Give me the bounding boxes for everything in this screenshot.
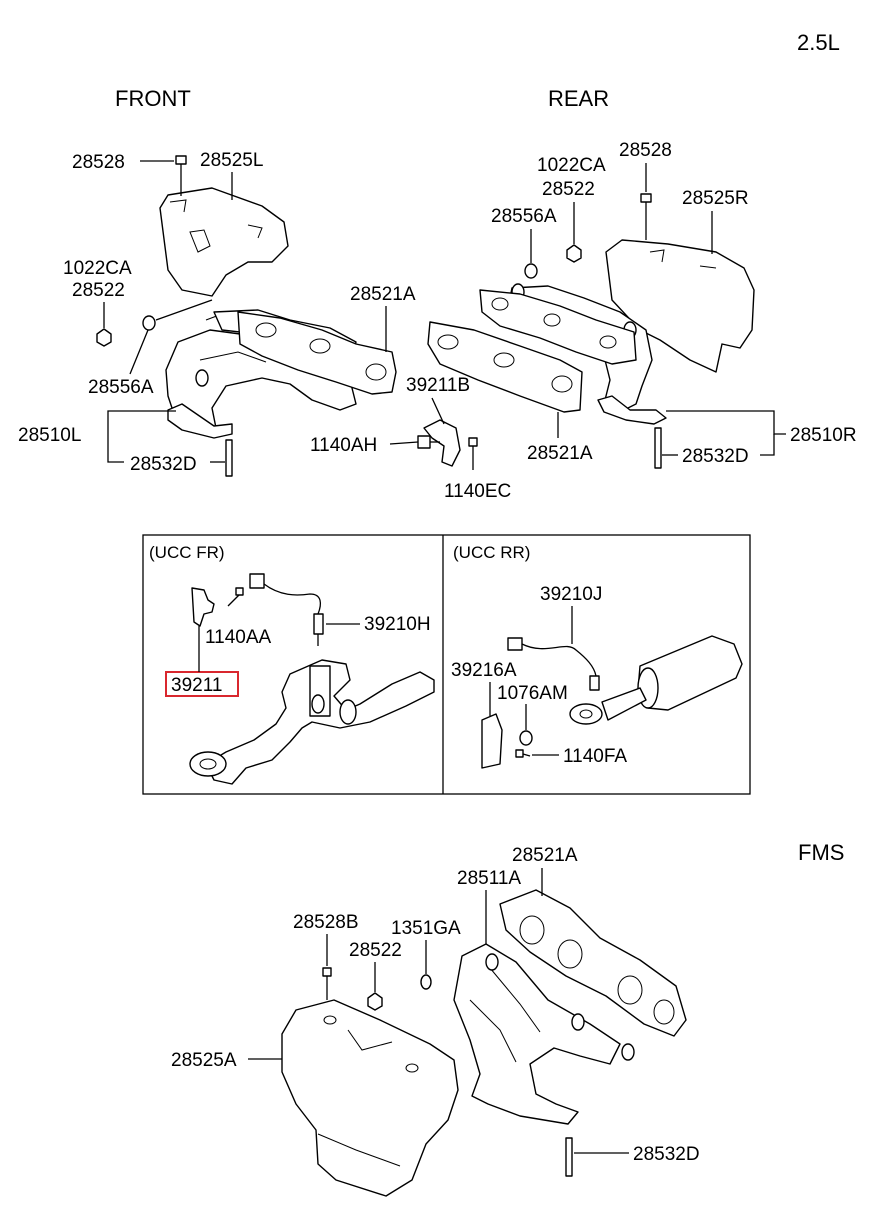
ucc-fr-label-39210H: 39210H bbox=[364, 614, 431, 635]
ucc-fr-title: (UCC FR) bbox=[149, 543, 225, 562]
front-label-28510L: 28510L bbox=[18, 425, 81, 446]
fms-stud-28532D bbox=[565, 1137, 573, 1177]
fms-label-28522: 28522 bbox=[349, 940, 402, 961]
fms-label-28528B: 28528B bbox=[293, 912, 359, 933]
engine-label: 2.5L bbox=[797, 30, 840, 55]
front-label-28556A: 28556A bbox=[88, 377, 154, 398]
rear-label-39211B: 39211B bbox=[406, 375, 470, 396]
front-gasket-28521A bbox=[237, 311, 397, 395]
rear-label-28528: 28528 bbox=[619, 140, 672, 161]
fms-label-28525A: 28525A bbox=[171, 1050, 237, 1071]
ucc-fr-bracket bbox=[191, 587, 215, 627]
front-label-28525L: 28525L bbox=[200, 150, 263, 171]
rear-flange-plate bbox=[479, 289, 637, 365]
fms-label-28532D: 28532D bbox=[633, 1144, 700, 1165]
fms-gasket-28521A bbox=[499, 889, 687, 1037]
rear-nut-28522 bbox=[566, 244, 582, 263]
rear-stud-28532D bbox=[654, 427, 662, 469]
ucc-rr-title: (UCC RR) bbox=[453, 543, 530, 562]
front-heat-shield bbox=[159, 187, 289, 297]
fms-nut-28522 bbox=[367, 992, 383, 1011]
front-stud-28532D bbox=[225, 439, 233, 477]
ucc-rr-bolt-1140FA bbox=[515, 749, 531, 758]
front-label-1022CA: 1022CA bbox=[63, 258, 132, 279]
fms-section-title: FMS bbox=[798, 840, 844, 865]
rear-label-1022CA: 1022CA bbox=[537, 155, 606, 176]
fms-label-1351GA: 1351GA bbox=[391, 918, 461, 939]
ucc-fr-label-39211[interactable]: 39211 bbox=[171, 675, 222, 696]
rear-section-title: REAR bbox=[548, 86, 609, 111]
ucc-fr-front-pipe bbox=[189, 659, 435, 785]
front-label-28528: 28528 bbox=[72, 152, 125, 173]
ucc-rr-label-39210J: 39210J bbox=[540, 584, 602, 605]
rear-bolt-1140EC bbox=[468, 437, 478, 470]
ucc-fr-label-1140AA: 1140AA bbox=[205, 627, 272, 648]
rear-gasket-28521A bbox=[427, 321, 583, 413]
rear-bracket-39211B bbox=[417, 419, 461, 467]
rear-label-28521A: 28521A bbox=[527, 443, 593, 464]
front-label-28522: 28522 bbox=[72, 280, 125, 301]
rear-label-1140EC: 1140EC bbox=[444, 481, 511, 502]
front-bolt-28528 bbox=[175, 155, 187, 196]
highlight-box-39211 bbox=[165, 671, 239, 697]
ucc-fr-bolt-1140AA bbox=[227, 587, 244, 607]
front-label-28532D: 28532D bbox=[130, 454, 197, 475]
ucc-rr-label-1076AM: 1076AM bbox=[497, 683, 568, 704]
front-nut-28522 bbox=[96, 328, 112, 347]
ucc-rr-bracket-39216A bbox=[481, 713, 503, 769]
front-section-title: FRONT bbox=[115, 86, 191, 111]
ucc-box bbox=[142, 534, 751, 795]
ucc-rr-washer-1076AM bbox=[519, 730, 533, 746]
front-exhaust-manifold bbox=[165, 313, 357, 439]
fms-washer-1351GA bbox=[420, 974, 432, 990]
ucc-rr-label-1140FA: 1140FA bbox=[563, 746, 627, 767]
fms-label-28521A: 28521A bbox=[512, 845, 578, 866]
ucc-rr-muffler bbox=[569, 635, 743, 725]
front-label-28521A: 28521A bbox=[350, 284, 416, 305]
ucc-fr-oxygen-sensor bbox=[249, 573, 324, 646]
front-washer-28556A bbox=[142, 315, 156, 331]
fms-label-28511A: 28511A bbox=[457, 868, 521, 889]
rear-washer-28556A bbox=[524, 263, 538, 279]
rear-label-28532D: 28532D bbox=[682, 446, 749, 467]
rear-label-28525R: 28525R bbox=[682, 188, 749, 209]
fms-heat-shield-28525A bbox=[281, 999, 459, 1197]
rear-bolt-28528 bbox=[640, 193, 652, 240]
ucc-rr-label-39216A: 39216A bbox=[451, 660, 517, 681]
fms-exhaust-manifold-28511A bbox=[453, 943, 635, 1125]
rear-label-28556A: 28556A bbox=[491, 206, 557, 227]
rear-label-28522: 28522 bbox=[542, 179, 595, 200]
rear-label-1140AH: 1140AH bbox=[310, 435, 377, 456]
fms-bolt-28528B bbox=[322, 967, 332, 1000]
ucc-rr-oxygen-sensor bbox=[507, 637, 600, 691]
rear-label-28510R: 28510R bbox=[790, 425, 857, 446]
